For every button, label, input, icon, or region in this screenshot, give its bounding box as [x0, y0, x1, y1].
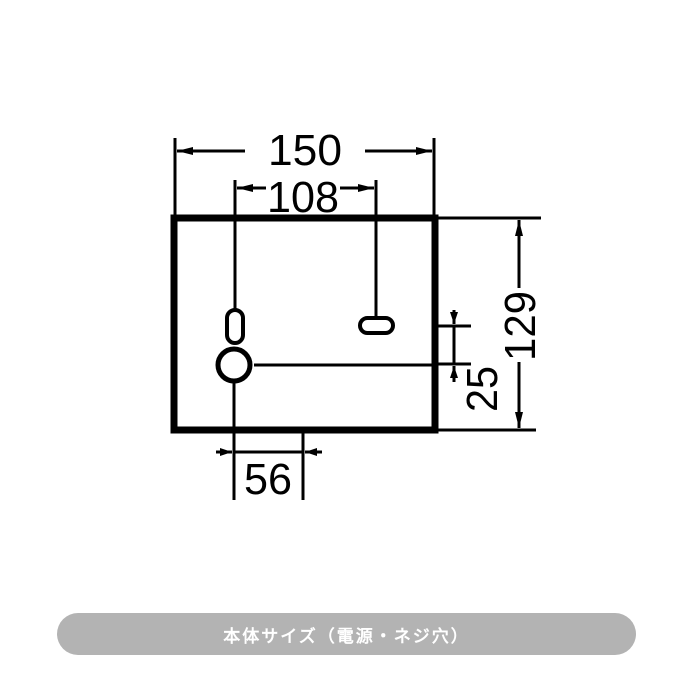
overall-height-label: 129 — [496, 291, 545, 361]
dimension-power-offset-horizontal: 56 — [216, 433, 322, 504]
dimension-overall-height: 129 — [437, 216, 545, 432]
keyhole-slot-horizontal — [358, 316, 395, 335]
power-offset-horizontal-label: 56 — [244, 455, 292, 504]
dimension-power-offset-vertical: 25 — [437, 310, 507, 412]
mounting-spacing-label: 108 — [267, 173, 339, 222]
body-outline — [170, 214, 439, 434]
keyhole-slot-vertical — [225, 308, 245, 345]
power-cable-hole — [215, 346, 253, 384]
dimension-overall-width: 150 — [173, 126, 436, 216]
caption-label: 本体サイズ（電源・ネジ穴） — [223, 626, 470, 647]
power-offset-vertical-label: 25 — [458, 366, 507, 412]
caption-banner: 本体サイズ（電源・ネジ穴） — [57, 613, 636, 655]
overall-width-label: 150 — [268, 126, 342, 175]
dimension-mounting-spacing: 108 — [233, 173, 378, 318]
